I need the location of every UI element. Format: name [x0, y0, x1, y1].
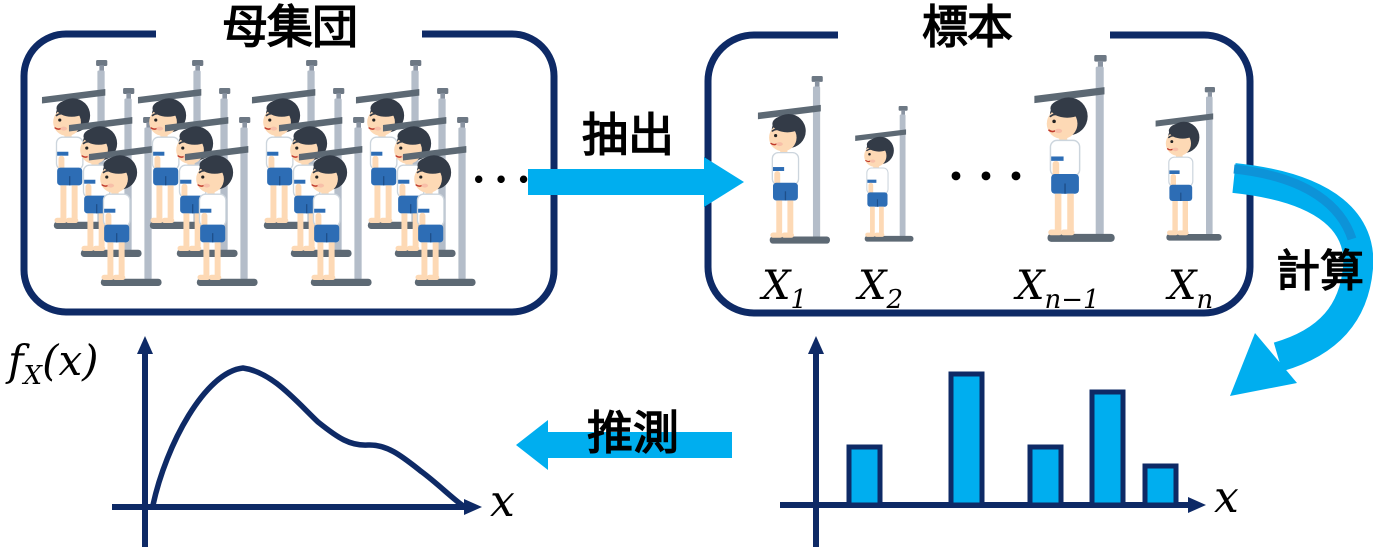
histogram-bar	[948, 371, 985, 508]
xn-1-sub: n−1	[1044, 285, 1100, 315]
infer-arrow-label: 推測	[587, 407, 679, 459]
histogram-bar	[1142, 463, 1179, 508]
sample-histogram	[780, 336, 1206, 547]
density-curve	[150, 365, 465, 508]
calculate-arrow-label: 計算	[1276, 247, 1364, 296]
histogram-xlabel: x	[1214, 472, 1239, 523]
xn-sub: n	[1196, 285, 1214, 315]
xn-base: X	[1168, 263, 1197, 309]
sample-box-title: 標本	[922, 1, 1013, 53]
density-ylabel: fX(x)	[8, 340, 99, 391]
x1-base: X	[762, 263, 791, 309]
population-figures	[41, 59, 477, 287]
y-axis-arrowhead	[808, 336, 824, 354]
x2-base: X	[858, 263, 887, 309]
extract-arrow	[528, 157, 744, 207]
infer-arrow	[516, 420, 732, 470]
histogram-bar	[846, 444, 883, 508]
figure-group	[137, 59, 259, 287]
student-height-figure	[1033, 54, 1116, 243]
x-axis-arrowhead	[1188, 497, 1206, 513]
x-axis-arrowhead	[464, 499, 482, 515]
population-box-title: 母集団	[222, 1, 358, 53]
figure-group	[355, 59, 477, 287]
density-f: f	[8, 336, 24, 385]
sample-label-x1: X1	[762, 266, 807, 313]
sample-label-xn-1: Xn−1	[1016, 266, 1100, 313]
x1-sub: 1	[790, 285, 808, 315]
histogram-bar	[1027, 444, 1064, 508]
student-height-figure	[1154, 86, 1223, 242]
figure-group	[41, 59, 163, 287]
calculate-arrow	[1230, 163, 1373, 396]
sample-label-x2: X2	[858, 266, 903, 313]
density-frest: (x)	[42, 336, 99, 385]
extract-arrow-label: 抽出	[582, 109, 674, 161]
histogram-bar	[1089, 389, 1126, 508]
population-ellipsis-dots: •••	[472, 168, 540, 192]
y-axis-arrowhead	[137, 336, 153, 354]
figure-group	[251, 59, 373, 287]
sample-ellipsis-dots: •••	[948, 162, 1038, 191]
x2-sub: 2	[886, 285, 904, 315]
sample-label-xn: Xn	[1168, 266, 1213, 313]
density-fsub: X	[23, 361, 43, 391]
density-plot	[112, 336, 482, 547]
student-height-figure	[757, 75, 831, 245]
student-height-figure	[854, 105, 915, 243]
sample-figures	[757, 54, 1223, 245]
xn-1-base: X	[1016, 263, 1045, 309]
density-xlabel: x	[490, 476, 515, 527]
